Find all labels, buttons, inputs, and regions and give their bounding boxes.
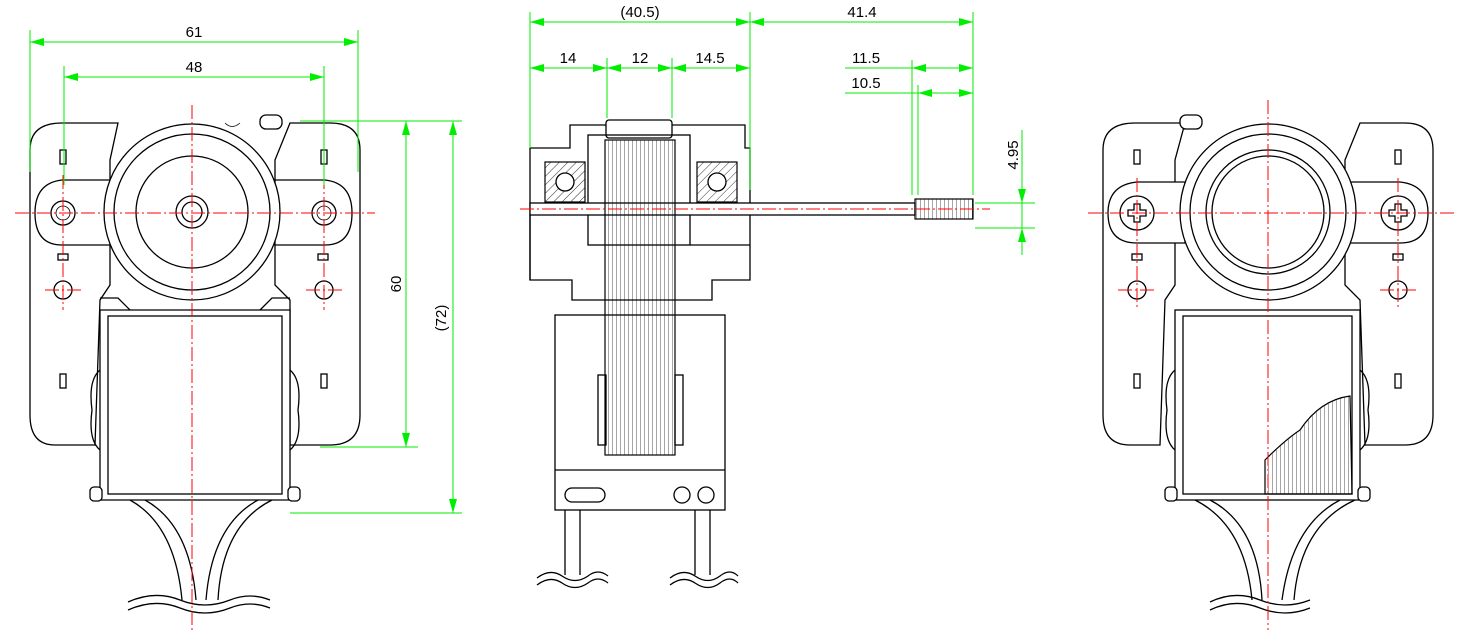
side-bracket [529,124,751,301]
dim-shaft-dia: 4.95 [1005,140,1022,169]
dim-front-width-inner: 48 [186,59,203,76]
front-view [15,105,375,630]
side-stator-stack [604,139,676,456]
dim-side-seg-right: 14.5 [695,50,724,67]
dim-side-seg-left: 14 [560,50,577,67]
rear-view [1088,100,1455,630]
front-coil [99,309,291,501]
dim-front-width-outer: 61 [186,24,203,41]
dim-shaft-length: 41.4 [847,4,876,21]
side-view [520,119,990,589]
dim-side-seg-mid: 12 [632,50,649,67]
dim-front-height-mount: 60 [388,276,405,293]
front-dimensions: 61 48 60 (72) [29,24,462,514]
dim-shaft-len-b: 10.5 [851,75,880,92]
side-dimensions: (40.5) 41.4 14 12 14.5 11.5 10.5 4.95 [529,4,1035,255]
dim-side-width-total: (40.5) [620,4,659,21]
dim-shaft-len-a: 11.5 [852,50,880,67]
rear-mount-plate [1102,122,1186,446]
dim-front-height-total: (72) [433,305,450,332]
front-mount-plate-right [274,122,361,446]
rear-mount-plate-right [1344,122,1434,446]
